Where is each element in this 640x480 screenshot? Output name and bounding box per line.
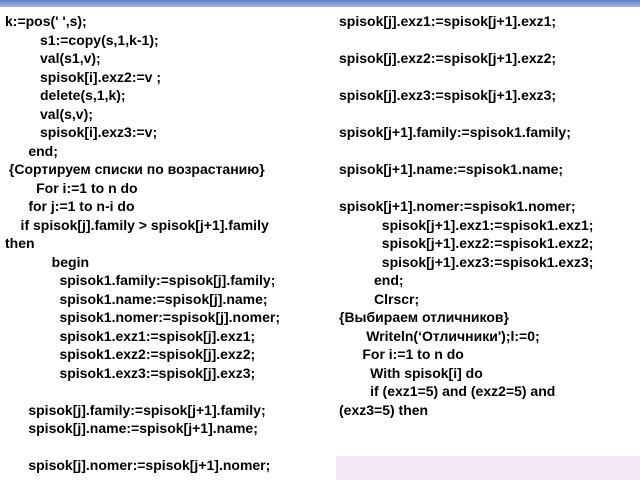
code-line: {Выбираем отличников} (339, 309, 509, 325)
code-line: spisok1.exz1:=spisok[j].exz1; (5, 327, 256, 344)
pink-note-box (336, 456, 640, 480)
code-line: With spisok[i] do (339, 364, 483, 381)
code-line: if (exz1=5) and (exz2=5) and (339, 383, 556, 399)
code-line: spisok[j+1].name:=spisok1.name; (339, 161, 564, 177)
code-line: spisok[j+1].nomer:=spisok1.nomer; (339, 198, 576, 214)
code-line: spisok[j+1].exz1:=spisok1.exz1; (339, 216, 594, 233)
code-line: For i:=1 to n do (339, 346, 464, 362)
code-line: spisok[j].family:=spisok[j+1].family; (5, 401, 266, 418)
code-line: spisok[j+1].exz3:=spisok1.exz3; (339, 253, 594, 270)
code-line: spisok1.name:=spisok[j].name; (5, 290, 268, 307)
code-line: k:=pos(' ',s); (5, 13, 87, 29)
code-line: spisok1.family:=spisok[j].family; (5, 272, 276, 288)
code-line: then (5, 235, 35, 251)
code-line: Clrscr; (339, 290, 420, 307)
code-line (339, 105, 639, 124)
code-line: For i:=1 to n do (5, 179, 138, 196)
code-line: s1:=copy(s,1,k-1); (5, 31, 159, 48)
code-line: spisok[j].exz1:=spisok[j+1].exz1; (339, 13, 557, 29)
code-line: spisok[i].exz2:=v ; (5, 68, 161, 85)
code-column-right: spisok[j].exz1:=spisok[j+1].exz1; spisok[… (339, 12, 639, 419)
code-line: {Сортируем списки по возрастанию} (5, 161, 265, 177)
code-line: end; (339, 272, 404, 288)
code-line: val(s1,v); (5, 50, 101, 66)
code-line: spisok[j+1].exz2:=spisok1.exz2; (339, 235, 594, 251)
code-line: spisok[i].exz3:=v; (5, 124, 158, 140)
code-line: if spisok[j].family > spisok[j+1].family (5, 216, 269, 233)
code-line (339, 68, 639, 87)
code-line: Writeln(‘Отличники');l:=0; (339, 327, 540, 344)
code-line (5, 382, 330, 401)
code-column-left: k:=pos(' ',s); s1:=copy(s,1,k-1); val(s1… (5, 12, 330, 475)
code-line: spisok[j].exz2:=spisok[j+1].exz2; (339, 50, 557, 66)
code-line (5, 438, 330, 457)
code-line: val(s,v); (5, 105, 93, 122)
code-line: spisok[j].nomer:=spisok[j+1].nomer; (5, 457, 271, 473)
code-line (339, 142, 639, 161)
top-accent-band (0, 0, 640, 7)
code-line (339, 179, 639, 198)
code-line: spisok[j].name:=spisok[j+1].name; (5, 420, 258, 436)
code-line: spisok[j].exz3:=spisok[j+1].exz3; (339, 87, 557, 103)
code-line (339, 31, 639, 50)
code-line: end; (5, 142, 58, 159)
code-line: spisok1.exz3:=spisok[j].exz3; (5, 364, 256, 381)
code-line: begin (5, 253, 90, 270)
code-line: delete(s,1,k); (5, 87, 126, 103)
code-line: spisok1.exz2:=spisok[j].exz2; (5, 346, 256, 362)
code-line: (exz3=5) then (339, 401, 429, 418)
code-line: spisok[j+1].family:=spisok1.family; (339, 124, 571, 140)
code-line: for j:=1 to n-i do (5, 198, 135, 214)
code-line: spisok1.nomer:=spisok[j].nomer; (5, 309, 281, 325)
